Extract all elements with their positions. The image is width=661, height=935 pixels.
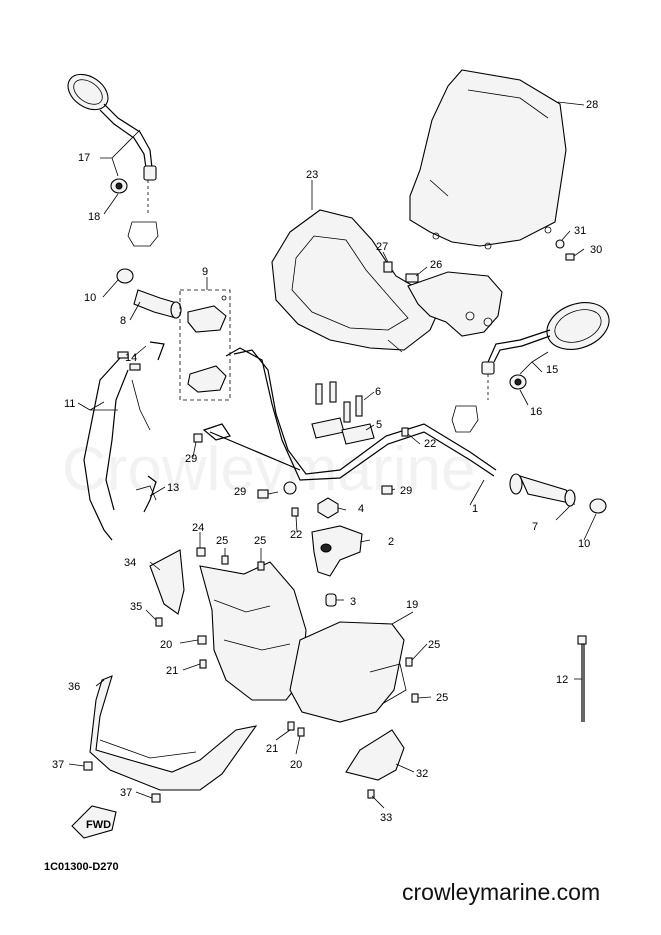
callout-10-right: 10 [578, 538, 590, 550]
callout-8: 8 [120, 315, 126, 327]
callout-37-b: 37 [120, 787, 132, 799]
lower-panel-36 [89, 675, 258, 791]
callout-6: 6 [375, 386, 381, 398]
callout-12: 12 [556, 674, 568, 686]
callout-9: 9 [202, 266, 208, 278]
mirror-nut-16 [509, 374, 527, 390]
callout-19: 19 [406, 599, 418, 611]
switch-housing [179, 289, 231, 401]
cable-guide-14 [149, 341, 165, 361]
callout-30: 30 [590, 244, 602, 256]
footer-brand-link[interactable]: crowleymarine.com [402, 879, 601, 905]
callout-27: 27 [376, 241, 388, 253]
bolt-27 [383, 261, 393, 273]
callout-22-left: 22 [290, 529, 302, 541]
cable-guide-13 [143, 475, 157, 513]
callout-33: 33 [380, 812, 392, 824]
windshield [409, 69, 567, 250]
watermark-text: Crowleymarine [62, 435, 475, 504]
front-cowling [271, 209, 441, 353]
callout-23: 23 [306, 169, 318, 181]
right-mirror [451, 302, 610, 433]
mirror-mount-hidden [127, 180, 159, 247]
callout-18: 18 [88, 211, 100, 223]
bolt-26 [405, 273, 419, 283]
callout-17: 17 [78, 152, 90, 164]
callout-5: 5 [376, 419, 382, 431]
callout-1: 1 [472, 503, 478, 515]
meter-bracket [407, 271, 503, 337]
callout-35: 35 [130, 601, 142, 613]
callout-24: 24 [192, 522, 204, 534]
right-grip [509, 473, 607, 514]
callout-29-right: 29 [400, 485, 412, 497]
left-mirror [67, 73, 157, 181]
callout-11: 11 [64, 398, 75, 410]
callout-15: 15 [546, 364, 558, 376]
callout-28: 28 [586, 99, 598, 111]
callout-25-c: 25 [428, 639, 440, 651]
callout-16: 16 [530, 406, 542, 418]
left-grip [116, 268, 182, 319]
callout-14: 14 [125, 352, 137, 364]
diagram-code: 1C01300-D270 [44, 861, 119, 873]
nut-4 [317, 497, 339, 519]
throttle-cables [83, 351, 157, 541]
callout-32: 32 [416, 768, 428, 780]
callout-20-b: 20 [290, 759, 302, 771]
screws [83, 547, 419, 803]
fwd-label: FWD [86, 819, 111, 831]
callout-7: 7 [532, 521, 538, 533]
callout-numbers: 17 18 10 8 9 11 14 13 29 23 28 31 30 27 … [52, 99, 602, 824]
callout-36: 36 [68, 681, 80, 693]
fwd-arrow: FWD [71, 805, 117, 839]
lower-cowling-left [199, 561, 307, 701]
upper-bracket-2 [311, 525, 363, 577]
callout-25-b: 25 [254, 535, 266, 547]
bolt-30-31 [555, 239, 575, 261]
leader-lines [68, 101, 597, 809]
handlebar-holder-5-6 [311, 381, 375, 445]
callout-13: 13 [167, 482, 179, 494]
callout-37-a: 37 [52, 759, 64, 771]
callout-29-left: 29 [185, 453, 197, 465]
cable-tie [577, 635, 587, 722]
callout-34: 34 [124, 557, 136, 569]
lower-cowling-right [289, 621, 407, 723]
collar-3 [325, 593, 337, 607]
callout-4: 4 [358, 503, 364, 515]
callout-21-a: 21 [166, 665, 178, 677]
callout-29-mid: 29 [234, 486, 246, 498]
side-cover-32 [345, 729, 405, 781]
callout-31: 31 [574, 225, 586, 237]
handlebar [202, 347, 497, 495]
callout-20-a: 20 [160, 639, 172, 651]
callout-26: 26 [430, 259, 442, 271]
bolt-22 [291, 427, 409, 517]
callout-22-right: 22 [424, 438, 436, 450]
mirror-nut-18 [110, 178, 128, 194]
callout-25-d: 25 [436, 692, 448, 704]
callout-21-b: 21 [266, 743, 278, 755]
cover-34 [149, 549, 185, 615]
callout-10: 10 [84, 292, 96, 304]
callout-3: 3 [350, 596, 356, 608]
callout-2: 2 [388, 536, 394, 548]
callout-25-a: 25 [216, 535, 228, 547]
